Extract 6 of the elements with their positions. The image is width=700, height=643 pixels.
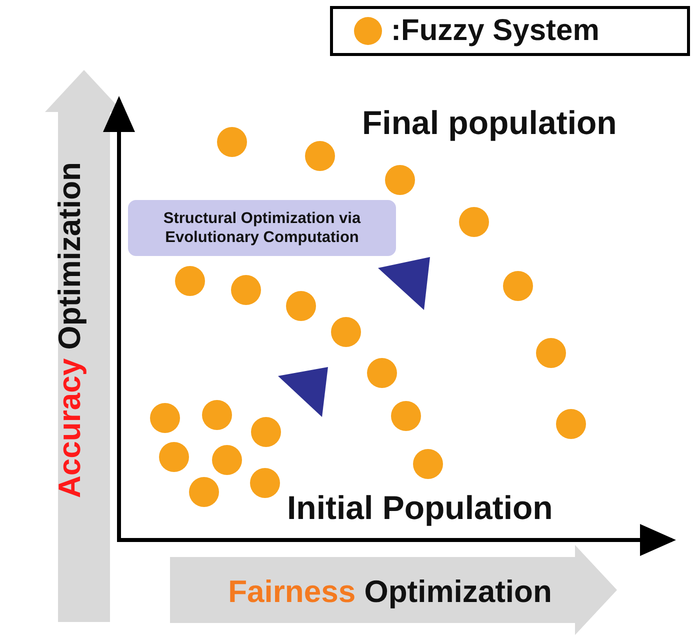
legend-label: :Fuzzy System	[391, 14, 600, 48]
population-label: Final population	[362, 104, 617, 142]
population-label: Initial Population	[287, 489, 553, 527]
label-box: Structural Optimization via Evolutionary Computation	[128, 200, 396, 256]
axis-label: Fairness Optimization	[227, 574, 553, 610]
axis-label: Accuracy Optimization	[52, 162, 88, 498]
